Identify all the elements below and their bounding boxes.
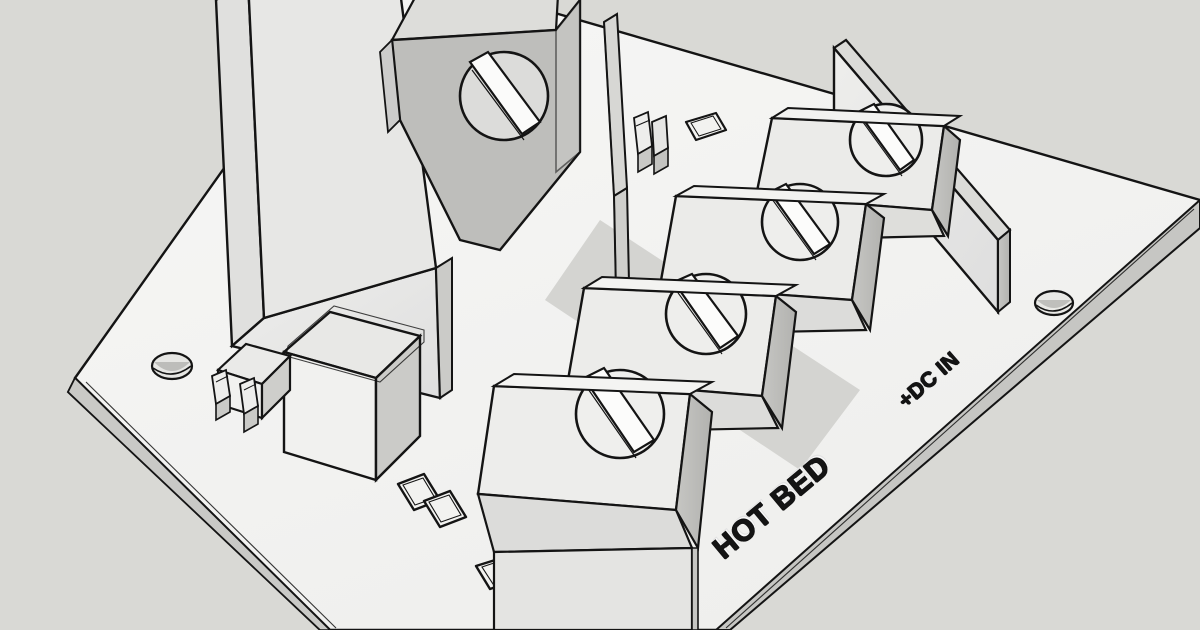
two-pin-component-rear xyxy=(633,110,669,176)
screw-terminal-1 xyxy=(476,366,716,630)
smd-pad-5 xyxy=(684,111,728,142)
screw-terminal-4 xyxy=(754,102,964,242)
mounting-hole-right xyxy=(1033,289,1075,317)
slotted-screw-head xyxy=(458,50,550,142)
smd-pad-2 xyxy=(422,489,468,529)
capacitor-block xyxy=(281,305,425,483)
heatsink-plate-center xyxy=(379,0,582,252)
two-pin-component-left xyxy=(211,368,259,434)
mounting-hole-left xyxy=(150,351,194,381)
